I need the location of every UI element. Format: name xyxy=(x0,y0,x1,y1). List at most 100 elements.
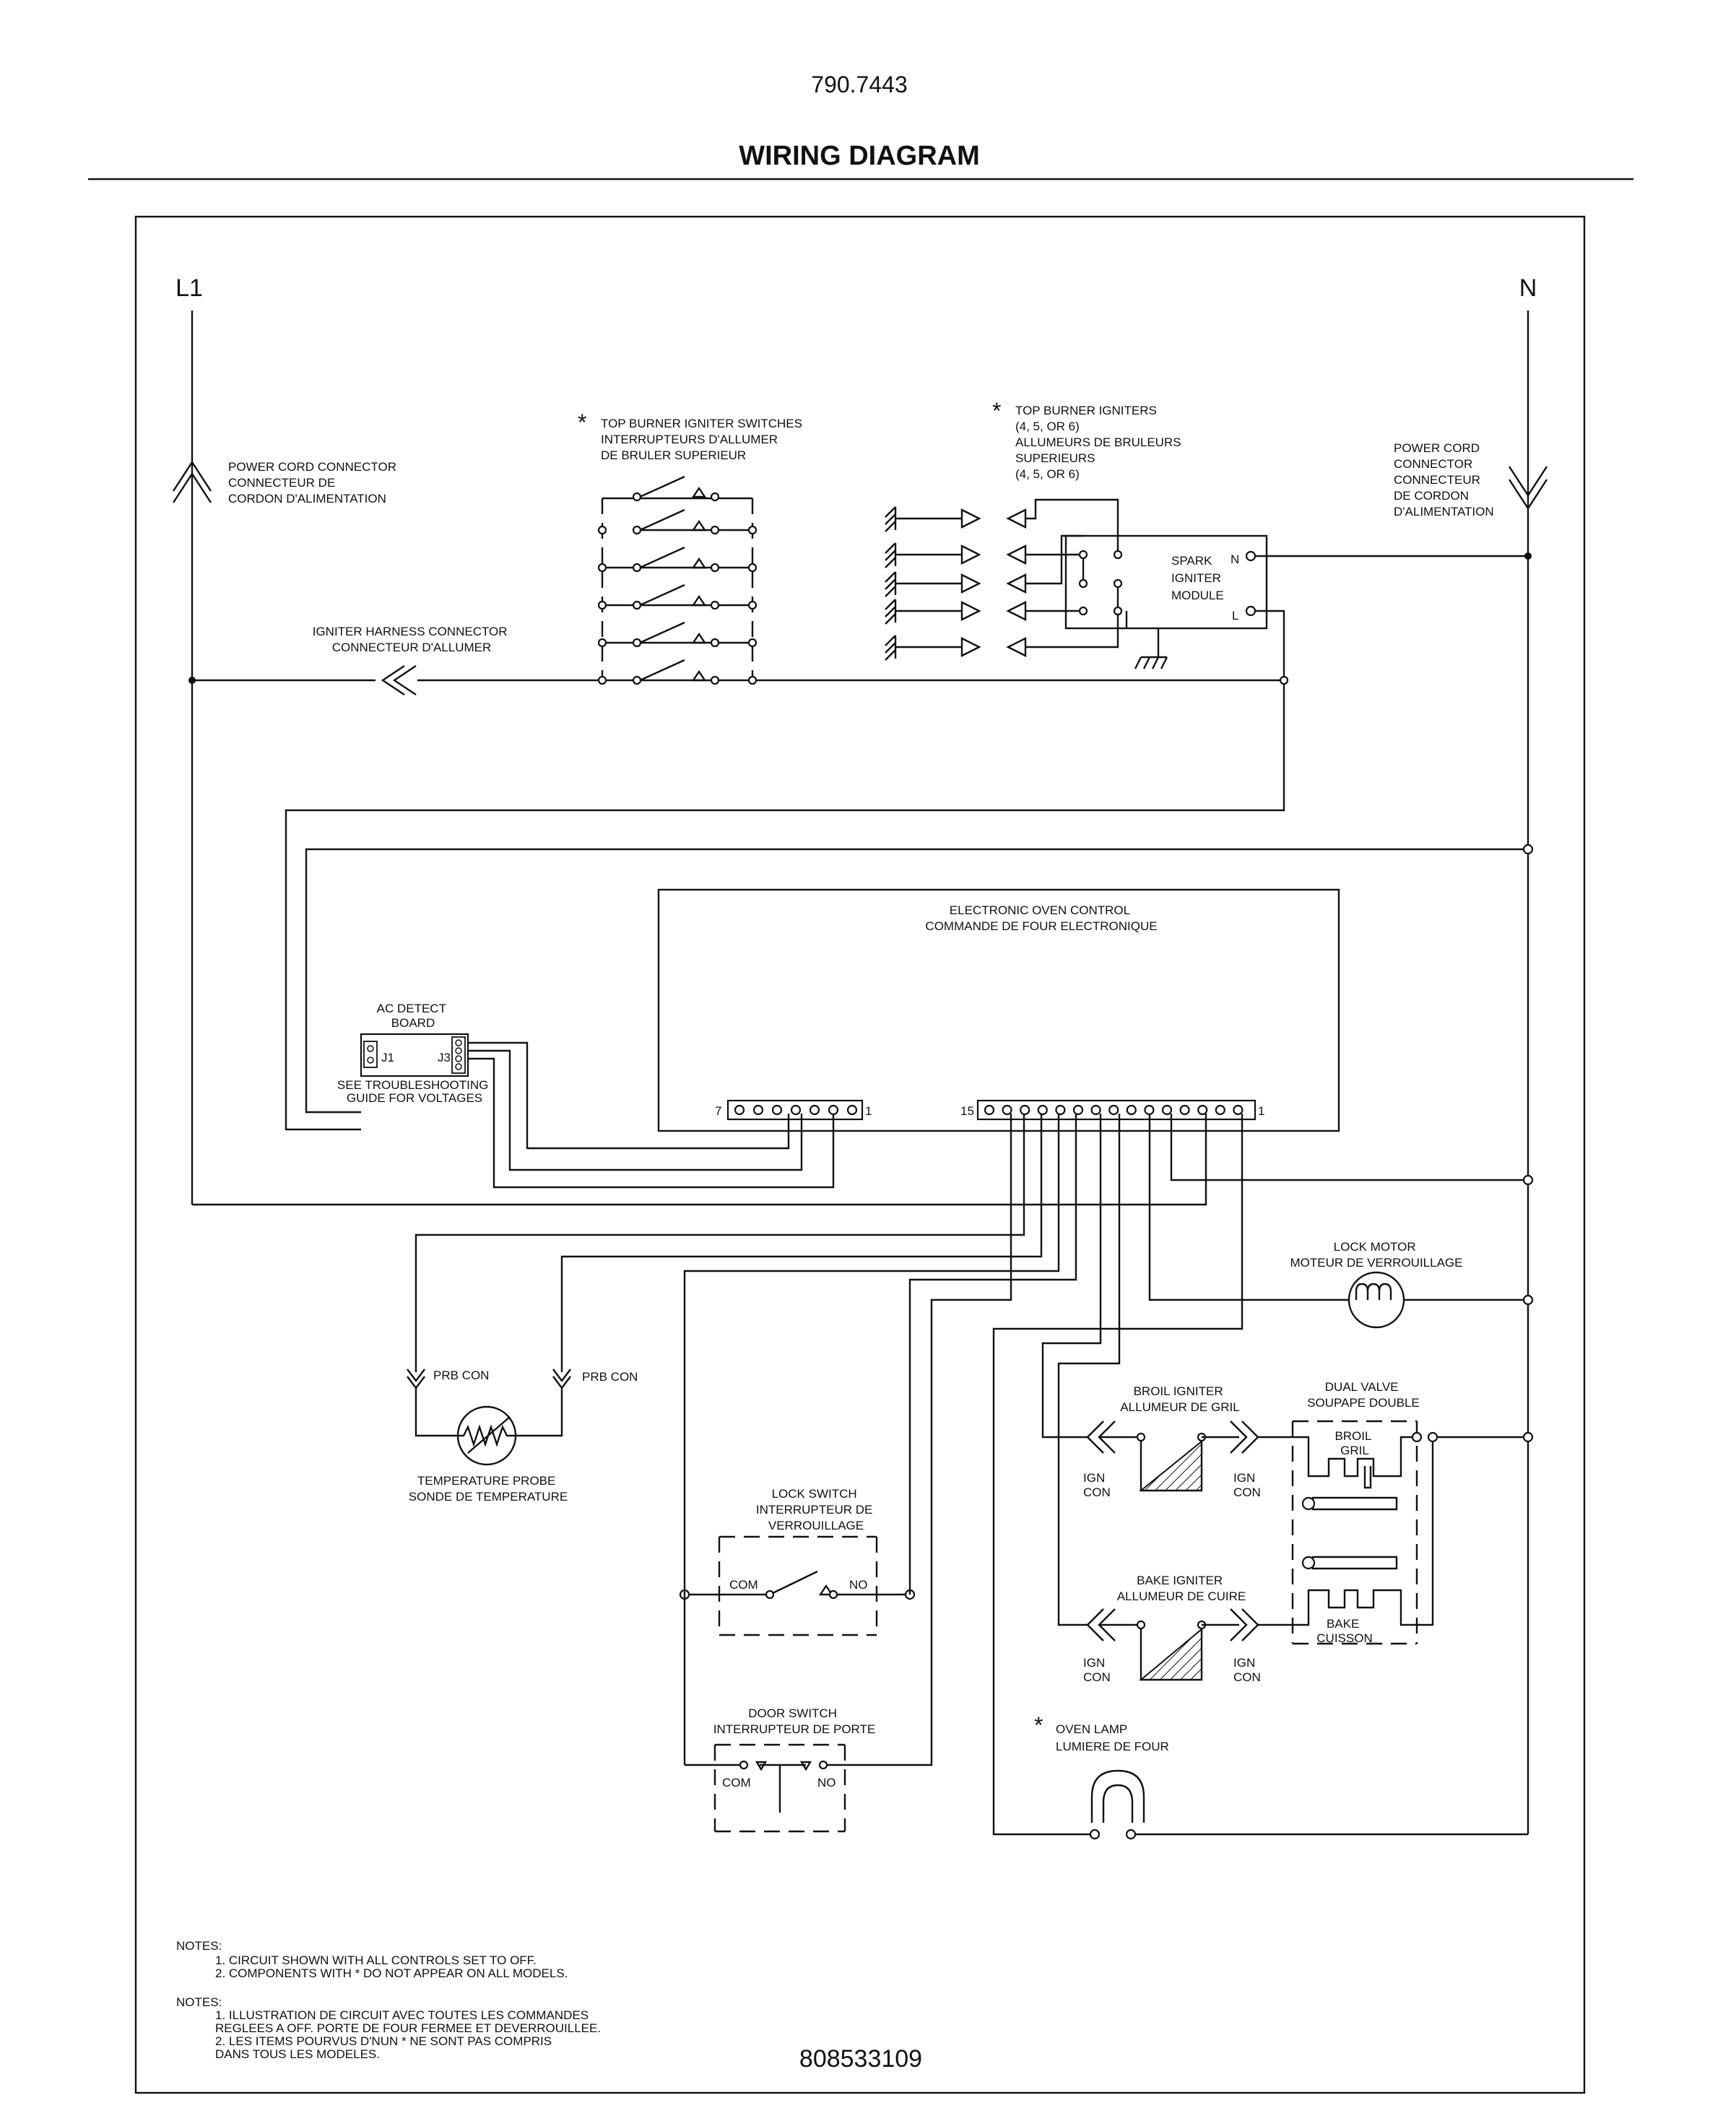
label-prb-con-left: PRB CON xyxy=(433,1369,489,1382)
wire-pin-neutral xyxy=(1170,1114,1528,1181)
connector-15-pin xyxy=(1144,1104,1155,1116)
wire-loop-inner xyxy=(305,848,1528,1114)
ground-symbol xyxy=(1125,611,1168,669)
power-cord-connector-right xyxy=(1508,466,1548,511)
wire-loop-outer xyxy=(285,683,1285,1131)
connector-15-pin xyxy=(1215,1104,1225,1116)
power-cord-connector-left xyxy=(172,460,212,503)
connector-15-pin xyxy=(1161,1104,1173,1116)
svg-text:J3: J3 xyxy=(438,1051,451,1064)
label-dual-valve: DUAL VALVE SOUPAPE DOUBLE xyxy=(1307,1380,1420,1410)
connector-15-pin xyxy=(1002,1104,1012,1116)
label-lock-motor: LOCK MOTOR MOTEUR DE VERROUILLAGE xyxy=(1290,1240,1463,1270)
label-power-cord-right: POWER CORD CONNECTOR CONNECTEUR DE CORDO… xyxy=(1394,441,1494,519)
connector-7-pin xyxy=(726,1099,864,1121)
connector-15-pin xyxy=(1090,1104,1101,1116)
svg-text:1. CIRCUIT SHOWN WITH ALL CO: 1. CIRCUIT SHOWN WITH ALL CONTROLS SET T… xyxy=(215,1953,537,1967)
svg-text:BAKE CUISSON: BAKE CUISSON xyxy=(1316,1617,1372,1645)
svg-text:2. COMPONENTS WITH * DO NOT: 2. COMPONENTS WITH * DO NOT APPEAR ON AL… xyxy=(215,1966,568,1980)
lock-switch: COM NO xyxy=(685,1535,910,1636)
svg-text:SPARK IGNITER MODU: SPARK IGNITER MODULE xyxy=(1171,554,1225,602)
svg-text:L: L xyxy=(1232,609,1238,623)
wire-lamp-feed xyxy=(992,1114,1244,1836)
asterisk-igniters: * xyxy=(992,398,1001,424)
svg-text:15: 15 xyxy=(960,1104,974,1118)
wire-j3-1 xyxy=(468,1041,790,1150)
svg-text:NO: NO xyxy=(849,1578,868,1592)
dual-valve: BROIL GRIL BAKE CUISSON xyxy=(1291,1420,1418,1645)
label-power-cord-left: POWER CORD CONNECTOR CONNECTEUR DE CORDO… xyxy=(228,460,400,506)
notes-french: NOTES: 1. ILLUSTRATION DE CIRCUIT AVEC T… xyxy=(176,1995,601,2061)
diagram-frame xyxy=(134,215,1586,2094)
wire-l1-bottom xyxy=(192,1114,1207,1206)
model-number: 790.7443 xyxy=(811,71,907,97)
door-switch: COM NO xyxy=(685,1743,849,1833)
label-temperature-probe: TEMPERATURE PROBE SONDE DE TEMPERATURE xyxy=(409,1474,568,1504)
svg-text:BROIL GRIL: BROIL GRIL xyxy=(1334,1429,1374,1457)
svg-text:NOTES:: NOTES: xyxy=(176,1939,222,1953)
label-broil-igniter: BROIL IGNITER ALLUMEUR DE GRIL xyxy=(1120,1384,1239,1414)
svg-text:NOTES:: NOTES: xyxy=(176,1995,222,2009)
bake-igniter xyxy=(1086,1608,1293,1681)
svg-text:IGN CON IGN CON: IGN CON IGN CON xyxy=(1083,1656,1261,1684)
broil-igniter xyxy=(1086,1420,1293,1492)
wire-j3-2 xyxy=(468,1049,803,1171)
svg-text:7: 7 xyxy=(715,1104,721,1118)
burner-igniter-5 xyxy=(885,612,1119,661)
wire-door-left xyxy=(683,1114,1060,1765)
igniter-switch-2 xyxy=(632,508,720,535)
connector-7-pin xyxy=(771,1104,783,1116)
svg-text:COM: COM xyxy=(729,1578,758,1592)
label-prb-con-right: PRB CON xyxy=(582,1370,638,1384)
svg-text:1. ILLUSTRATION DE CIRCUIT A: 1. ILLUSTRATION DE CIRCUIT AVEC TOUTES L… xyxy=(215,2008,589,2022)
wire-probe-right xyxy=(560,1114,1043,1372)
temperature-probe xyxy=(456,1405,518,1466)
svg-text:DANS TOUS LES MODELES.: DANS TOUS LES MODELES. xyxy=(215,2047,380,2061)
connector-7-pin xyxy=(846,1104,858,1116)
igniter-switch-3 xyxy=(632,546,720,573)
wire-j3-3 xyxy=(468,1057,835,1189)
rail-label-l1: L1 xyxy=(175,274,203,302)
svg-text:N: N xyxy=(1231,552,1239,566)
page-title: WIRING DIAGRAM xyxy=(739,141,980,171)
svg-text:REGLEES A OFF. PORTE DE FOUR: REGLEES A OFF. PORTE DE FOUR FERMEE ET D… xyxy=(215,2021,601,2035)
part-number: 808533109 xyxy=(799,2045,922,2073)
svg-text:J1: J1 xyxy=(381,1051,394,1064)
connector-15-pin xyxy=(1108,1104,1119,1116)
wire-valve-neutral xyxy=(1417,1436,1528,1626)
asterisk-switches: * xyxy=(578,409,586,435)
connector-15-pin xyxy=(984,1104,995,1116)
burner-igniter-3 xyxy=(885,534,1083,597)
svg-text:1: 1 xyxy=(865,1104,872,1118)
igniter-switch-6 xyxy=(632,659,720,685)
connector-15-pin xyxy=(1197,1104,1208,1116)
label-door-switch: DOOR SWITCH INTERRUPTEUR DE PORTE xyxy=(713,1706,876,1736)
connector-15-pin xyxy=(1179,1104,1190,1116)
wire-spark-l xyxy=(1255,610,1285,683)
connector-15-pin xyxy=(1020,1104,1030,1116)
burner-igniter-2 xyxy=(885,542,1083,568)
svg-text:COM: COM xyxy=(722,1776,751,1790)
connector-15-pin xyxy=(1072,1104,1084,1116)
wire-bake-feed xyxy=(1057,1114,1121,1626)
label-lock-switch: LOCK SWITCH INTERRUPTEUR DE VERROUILLAGE xyxy=(756,1487,876,1532)
connector-7-pin xyxy=(752,1104,764,1116)
label-top-burner-igniters: TOP BURNER IGNITERS (4, 5, OR 6) ALLUMEU… xyxy=(1015,404,1184,481)
label-top-burner-switches: TOP BURNER IGNITER SWITCHES INTERRUPTEUR… xyxy=(601,417,806,462)
asterisk-oven-lamp: * xyxy=(1034,1712,1043,1738)
wire-door-right xyxy=(849,1114,1012,1766)
ac-detect-board: AC DETECT BOARD J1 J3 SEE TROUBLESHOOTIN… xyxy=(337,1002,488,1105)
electronic-oven-control: ELECTRONIC OVEN CONTROL COMMANDE DE FOUR… xyxy=(657,888,1340,1132)
connector-7-pin xyxy=(734,1104,745,1116)
label-bake-igniter: BAKE IGNITER ALLUMEUR DE CUIRE xyxy=(1117,1574,1246,1603)
wire-lock-motor xyxy=(1148,1114,1528,1301)
connector-7-pin xyxy=(828,1104,839,1116)
wire-lock-switch xyxy=(908,1114,1077,1595)
connector-15-pin xyxy=(1037,1104,1048,1116)
label-igniter-harness: IGNITER HARNESS CONNECTOR CONNECTEUR D'A… xyxy=(313,625,511,654)
rail-label-n: N xyxy=(1519,274,1537,302)
igniter-switch-1 xyxy=(632,475,720,502)
svg-text:1: 1 xyxy=(1258,1104,1264,1118)
wire-broil-feed xyxy=(1041,1114,1102,1439)
